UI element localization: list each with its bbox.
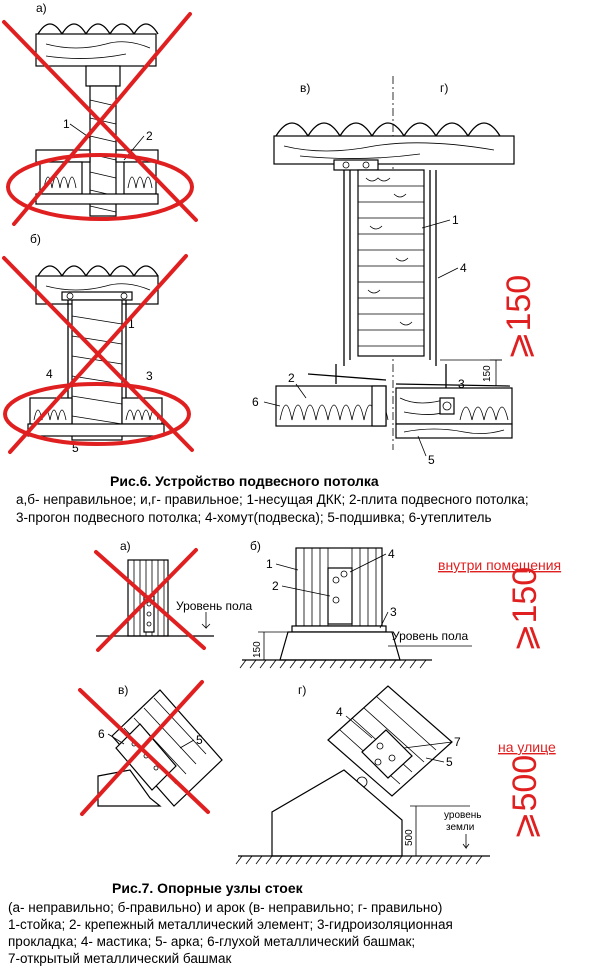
glued-post	[357, 169, 425, 357]
fig7-b-label: б)	[250, 539, 261, 553]
fig6-a-callout-2: 2	[146, 129, 153, 143]
fig7-a-floor-level: Уровень пола	[176, 599, 252, 613]
fig6-vg-callout-6: 6	[252, 395, 259, 409]
clamp-plate	[333, 159, 379, 171]
fig7-b-floor-level: Уровень пола	[392, 629, 468, 643]
roof-sheet	[37, 23, 159, 36]
fig6-vg-callout-4: 4	[460, 261, 467, 275]
fig6-vg-callout-3: 3	[458, 377, 465, 391]
foundation	[279, 631, 401, 661]
metal-plate	[327, 567, 353, 625]
fig7-g-callout-4: 4	[336, 705, 343, 719]
note-outside: на улице	[498, 739, 556, 755]
fig6-b-callout-4: 4	[46, 367, 53, 381]
fig7-sub-v: в) 6 5	[78, 680, 223, 816]
top-block	[85, 65, 121, 87]
ground-level-line-2: земли	[446, 822, 474, 833]
fig7-v-callout-6: 6	[98, 727, 105, 741]
fig7-b-callout-2: 2	[272, 579, 279, 593]
fig6-g-label: г)	[440, 81, 448, 95]
fig6-sub-b: б) 1 4 3 5	[2, 232, 194, 455]
fig7-caption-line-1: (а- неправильно; б-правильно) и арок (в-…	[8, 900, 442, 915]
fig6-a-callout-1: 1	[63, 117, 70, 131]
fig6-v-label: в)	[300, 81, 310, 95]
insulation-slab	[275, 385, 387, 427]
fig7-g-label: г)	[298, 683, 306, 697]
fig6-vg-callout-2: 2	[288, 371, 295, 385]
red-dim-outside: ⩾500	[506, 755, 544, 840]
fig6-vg-callout-1: 1	[452, 213, 459, 227]
fig6-a-label: а)	[36, 1, 47, 15]
fig7-v-callout-5: 5	[196, 733, 203, 747]
fig6-sub-a: а) 1 2	[2, 1, 198, 226]
fig7-b-callout-1: 1	[266, 557, 273, 571]
fig6-vg-callout-5: 5	[428, 453, 435, 467]
note-inside: внутри помещения	[438, 557, 561, 573]
red-dim-inside: ⩾150	[506, 567, 544, 652]
ground-level-line-1: уровень	[444, 810, 482, 821]
sheathing	[395, 423, 513, 439]
rafter-beam	[273, 135, 515, 165]
fig7-sub-g: г) 500 уровень земли 4 7 5	[235, 683, 490, 865]
wrong-highlight-ellipse	[6, 153, 194, 221]
fig6-sub-vg: в) г) 1 4 2 3 6	[252, 76, 538, 467]
fig7-title: Рис.7. Опорные узлы стоек	[112, 880, 304, 896]
fig7-b-dim-150: 150	[252, 641, 263, 658]
fig7-g-dim-500: 500	[404, 829, 415, 846]
fig7-b-callout-3: 3	[390, 605, 397, 619]
fig7-a-label: а)	[120, 539, 131, 553]
fig7-g-callout-7: 7	[454, 735, 461, 749]
fig7-caption-line-3: прокладка; 4- мастика; 5- арка; 6-глухой…	[8, 934, 415, 949]
fig7-sub-b: б) 150 1 2 4 3 Уровень пола	[239, 539, 472, 669]
fig7-caption-line-4: 7-открытый металлический башмак	[8, 951, 231, 966]
fig6-b-label: б)	[30, 232, 41, 246]
fig6-dim-150: 150	[482, 365, 493, 382]
clamp-plate	[61, 291, 133, 301]
fig6-caption-line-1: а,б- неправильное; и,г- правильное; 1-не…	[16, 492, 529, 507]
fig7-b-callout-4: 4	[388, 547, 395, 561]
fig6-red-dimension: ⩾150	[500, 275, 538, 360]
fig6-caption-line-2: 3-прогон подвесного потолка; 4-хомут(под…	[16, 510, 492, 525]
fig6-b-callout-1: 1	[128, 317, 135, 331]
fig6-b-callout-3: 3	[146, 369, 153, 383]
fig6-b-callout-5: 5	[72, 441, 79, 455]
open-shoe	[361, 729, 413, 779]
fig7-v-label: в)	[118, 683, 128, 697]
fig7-sub-a: а) Уровень пола	[94, 539, 252, 652]
rafter-beam	[35, 33, 157, 67]
fig7-caption-line-2: 1-стойка; 2- крепежный металлический эле…	[8, 917, 453, 932]
fig6-title: Рис.6. Устройство подвесного потолка	[110, 473, 379, 489]
fig7-g-callout-5: 5	[446, 755, 453, 769]
